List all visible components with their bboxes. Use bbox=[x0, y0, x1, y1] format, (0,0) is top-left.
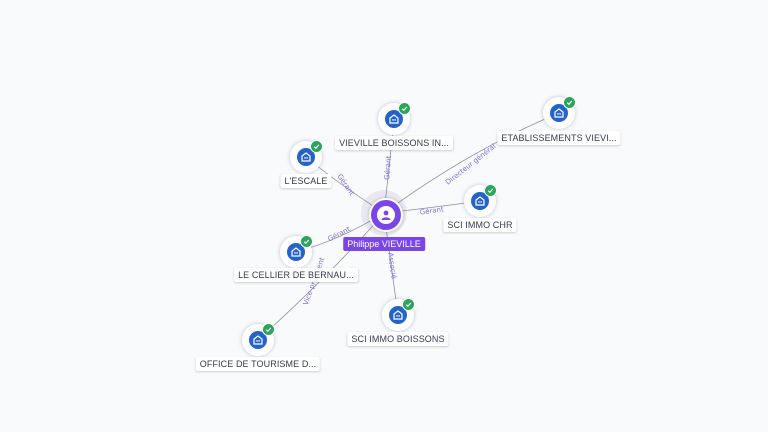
company-label[interactable]: L'ESCALE bbox=[280, 174, 332, 188]
center-person-node[interactable] bbox=[369, 198, 403, 232]
building-icon bbox=[385, 110, 403, 128]
edge-role-label: Associé bbox=[386, 252, 398, 279]
company-node[interactable] bbox=[242, 323, 275, 356]
building-icon bbox=[471, 192, 489, 210]
company-node[interactable] bbox=[464, 184, 497, 217]
building-icon bbox=[287, 243, 305, 261]
center-person-label[interactable]: Philippe VIEVILLE bbox=[343, 237, 425, 251]
verified-check-icon bbox=[262, 323, 275, 336]
company-node[interactable] bbox=[280, 235, 313, 268]
edge-line bbox=[383, 112, 560, 214]
building-icon bbox=[389, 306, 407, 324]
company-label[interactable]: OFFICE DE TOURISME D... bbox=[195, 357, 321, 371]
edge-role-label: Gérant bbox=[383, 155, 393, 180]
company-node[interactable] bbox=[382, 298, 415, 331]
company-node[interactable] bbox=[543, 96, 576, 129]
verified-check-icon bbox=[300, 235, 313, 248]
edge-role-label: Gérant bbox=[419, 205, 444, 216]
company-label[interactable]: SCI IMMO BOISSONS bbox=[347, 332, 449, 346]
verified-check-icon bbox=[310, 140, 323, 153]
person-icon bbox=[377, 206, 395, 224]
verified-check-icon bbox=[402, 298, 415, 311]
building-icon bbox=[297, 148, 315, 166]
building-icon bbox=[249, 331, 267, 349]
company-label[interactable]: VIEVILLE BOISSONS IN... bbox=[335, 136, 453, 150]
company-node[interactable] bbox=[378, 102, 411, 135]
company-label[interactable]: LE CELLIER DE BERNAU... bbox=[234, 268, 358, 282]
company-label[interactable]: ETABLISSEMENTS VIEVI... bbox=[497, 131, 621, 145]
edge-role-label: Gérant bbox=[335, 173, 356, 198]
company-node[interactable] bbox=[290, 140, 323, 173]
building-icon bbox=[550, 104, 568, 122]
verified-check-icon bbox=[484, 184, 497, 197]
verified-check-icon bbox=[563, 96, 576, 109]
company-label[interactable]: SCI IMMO CHR bbox=[443, 218, 517, 232]
verified-check-icon bbox=[398, 102, 411, 115]
